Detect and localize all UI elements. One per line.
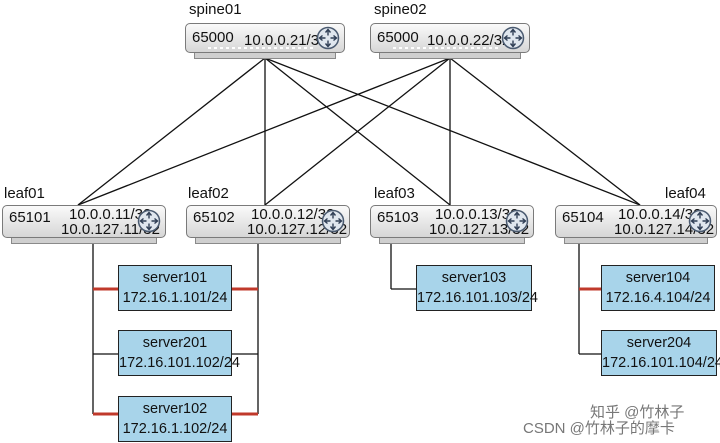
device-base	[564, 238, 708, 244]
server102-name: server102	[142, 401, 208, 417]
leaf03-ip-loopback: 10.0.0.13/32	[435, 206, 519, 223]
leaf02-asn: 65102	[193, 209, 235, 226]
server103-name: server103	[441, 270, 507, 286]
leaf01-device: 65101 10.0.0.11/32 10.0.127.11/32	[2, 205, 166, 244]
leaf04-device: 65104 10.0.0.14/32 10.0.127.14/32	[555, 205, 717, 244]
server101-box: server101 172.16.1.101/24	[118, 265, 232, 311]
leaf04-ip-vtep: 10.0.127.14/32	[614, 221, 715, 238]
link-spine02-leaf04	[449, 57, 641, 206]
spine02-ip: 10.0.0.22/32	[427, 32, 511, 49]
link-spine02-leaf01	[77, 57, 451, 206]
router-icon	[505, 209, 529, 233]
server101-ip: 172.16.1.101/24	[122, 290, 228, 306]
router-icon	[321, 209, 345, 233]
watermark-csdn: CSDN @竹林子的摩卡	[523, 420, 675, 437]
device-base	[379, 53, 521, 59]
spine01-device: 65000 10.0.0.21/32	[185, 23, 345, 59]
leaf01-ip-vtep: 10.0.127.11/32	[61, 221, 160, 238]
spine02-device: 65000 10.0.0.22/32	[370, 23, 530, 59]
server104-box: server104 172.16.4.104/24	[601, 265, 715, 311]
leaf03-ip-vtep: 10.0.127.13/32	[429, 221, 530, 238]
spine02-asn: 65000	[377, 29, 419, 46]
leaf01-asn: 65101	[9, 209, 51, 226]
spine01-asn: 65000	[192, 29, 234, 46]
leaf02-name: leaf02	[188, 185, 229, 202]
server103-box: server103 172.16.101.103/24	[416, 265, 538, 311]
server102-box: server102 172.16.1.102/24	[118, 396, 232, 442]
router-icon	[137, 209, 161, 233]
leaf03-name: leaf03	[374, 185, 415, 202]
server204-box: server204 172.16.101.104/24	[601, 330, 720, 376]
leaf04-name: leaf04	[665, 185, 706, 202]
leaf04-ip-loopback: 10.0.0.14/32	[618, 206, 702, 223]
device-base	[195, 238, 341, 244]
router-icon	[316, 26, 340, 50]
device-base	[11, 238, 157, 244]
leaf03-asn: 65103	[377, 209, 419, 226]
server204-ip: 172.16.101.104/24	[602, 355, 720, 371]
device-base	[379, 238, 525, 244]
server104-name: server104	[625, 270, 691, 286]
server104-ip: 172.16.4.104/24	[605, 290, 711, 306]
leaf02-ip-loopback: 10.0.0.12/32	[251, 206, 335, 223]
server201-ip: 172.16.101.102/24	[119, 355, 240, 371]
port-dots	[393, 47, 499, 49]
port-dots	[208, 47, 314, 49]
spine01-name: spine01	[189, 1, 242, 18]
leaf04-asn: 65104	[562, 209, 604, 226]
leaf02-device: 65102 10.0.0.12/32 10.0.127.12/32	[186, 205, 350, 244]
router-icon	[688, 209, 712, 233]
device-base	[194, 53, 336, 59]
server201-name: server201	[142, 335, 208, 351]
leaf03-device: 65103 10.0.0.13/32 10.0.127.13/32	[370, 205, 534, 244]
server204-name: server204	[626, 335, 692, 351]
watermark-zhihu: 知乎 @竹林子	[590, 404, 685, 421]
server201-box: server201 172.16.101.102/24	[118, 330, 240, 376]
spine02-name: spine02	[374, 1, 427, 18]
router-icon	[501, 26, 525, 50]
server102-ip: 172.16.1.102/24	[122, 421, 228, 437]
leaf01-ip-loopback: 10.0.0.11/32	[69, 206, 152, 223]
link-spine01-leaf01	[77, 57, 266, 206]
leaf02-ip-vtep: 10.0.127.12/32	[247, 221, 348, 238]
leaf01-name: leaf01	[4, 185, 45, 202]
server101-name: server101	[142, 270, 208, 286]
server103-ip: 172.16.101.103/24	[417, 290, 538, 306]
link-spine02-leaf02	[264, 57, 451, 206]
spine01-ip: 10.0.0.21/32	[244, 32, 328, 49]
link-spine01-leaf04	[264, 57, 641, 206]
